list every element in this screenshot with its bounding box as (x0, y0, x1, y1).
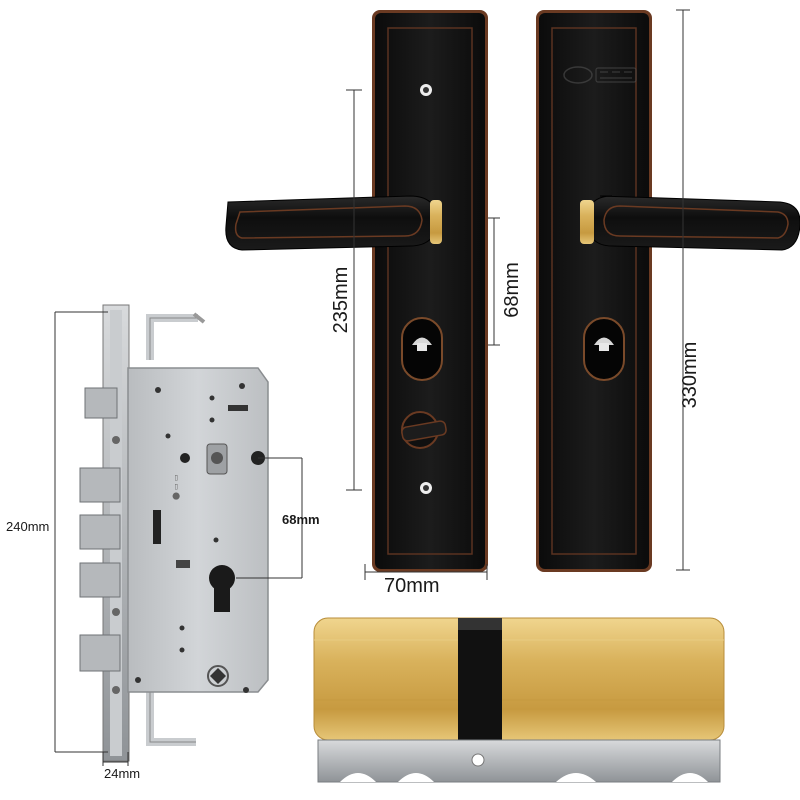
plate-width-label: 70mm (384, 575, 440, 597)
mortise-height-label: 240mm (6, 519, 50, 534)
mortise-dimension-lines (54, 311, 303, 766)
mortise-lock: ⬤ ▭ ▭ (79, 304, 269, 762)
brand-logo (563, 66, 637, 84)
lock-cylinder (313, 617, 725, 783)
left-lever-handle (225, 195, 442, 251)
plate-height-label: 235mm (330, 266, 352, 334)
svg-text:⬤ ▭ ▭: ⬤ ▭ ▭ (172, 474, 180, 500)
thumb-turn (401, 411, 447, 449)
handle-spacing-label: 68mm (501, 262, 523, 318)
dimension-lines (346, 9, 690, 580)
left-door-plate (372, 10, 488, 572)
mortise-center-label: 68mm (282, 512, 320, 527)
faceplate-width-label: 24mm (104, 766, 141, 781)
total-height-label: 330mm (679, 341, 701, 409)
right-door-plate (536, 10, 652, 572)
right-lever-handle (580, 195, 800, 251)
